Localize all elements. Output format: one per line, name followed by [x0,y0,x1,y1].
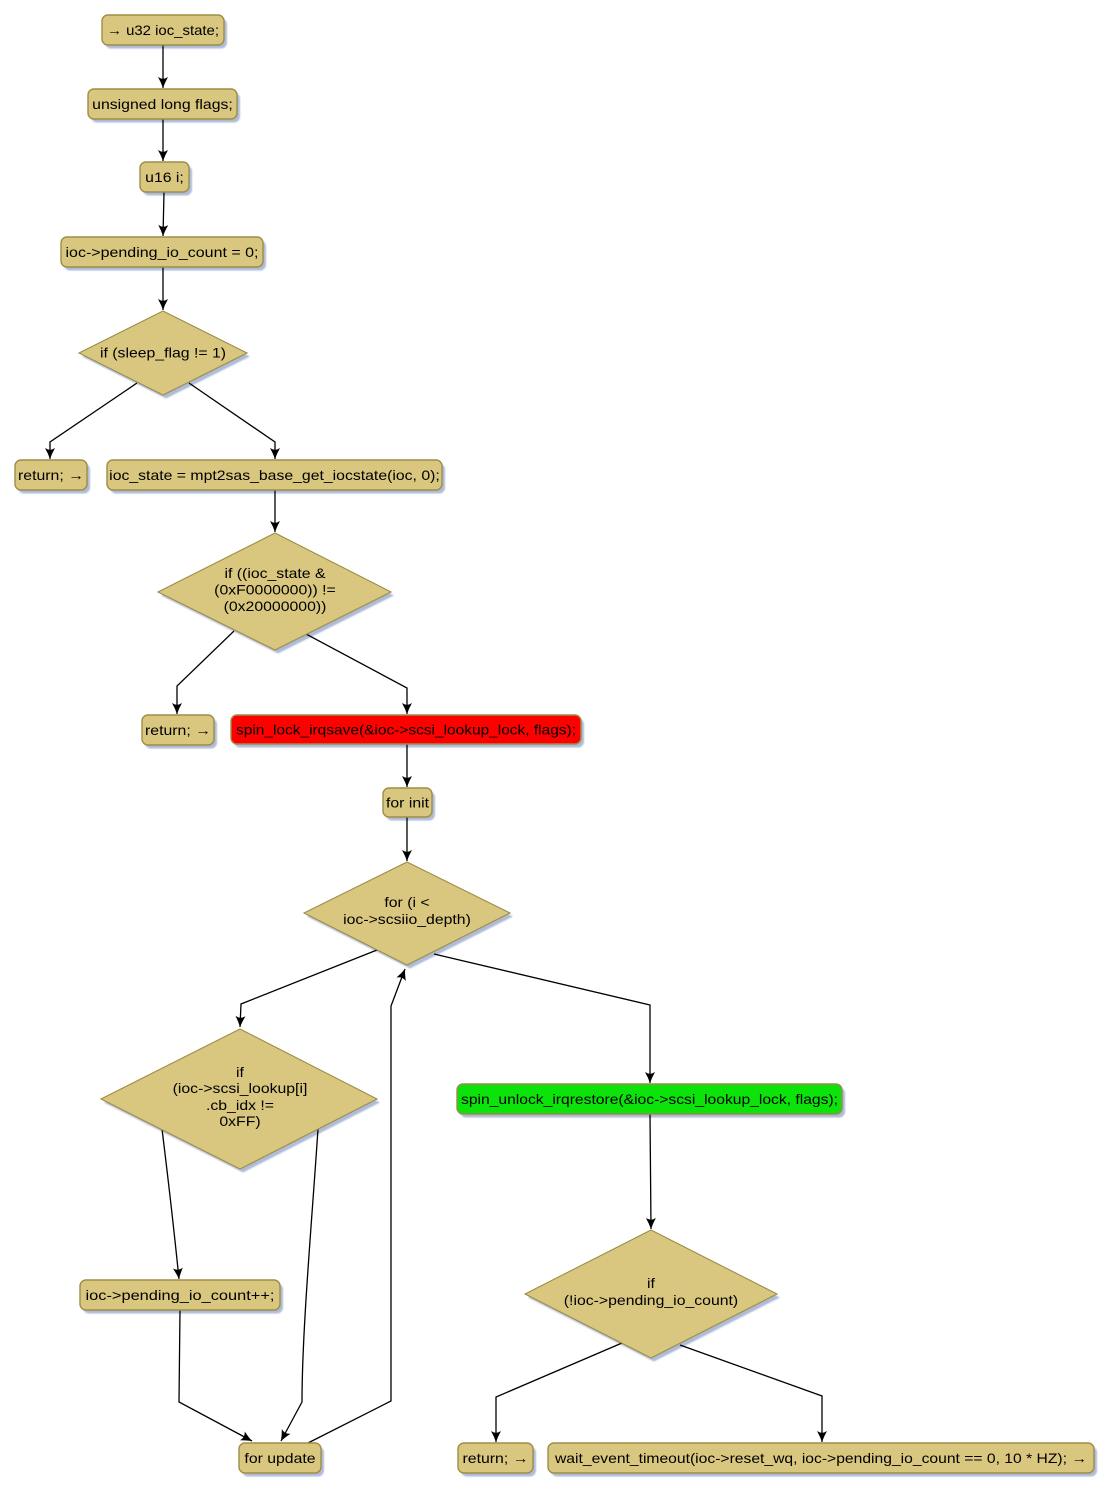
svg-text:(0x20000000)): (0x20000000)) [224,598,327,614]
svg-text:0xFF): 0xFF) [219,1113,260,1129]
svg-text:for init: for init [386,795,429,811]
svg-text:ioc->pending_io_count = 0;: ioc->pending_io_count = 0; [66,244,259,260]
svg-text:(ioc->scsi_lookup[i]: (ioc->scsi_lookup[i] [173,1080,308,1096]
svg-text:ioc_state = mpt2sas_base_get_i: ioc_state = mpt2sas_base_get_iocstate(io… [109,467,440,483]
svg-text:if: if [647,1275,655,1291]
svg-text:unsigned long flags;: unsigned long flags; [92,96,233,112]
svg-text:return; →: return; → [18,467,84,483]
svg-text:if: if [236,1064,244,1080]
svg-text:if ((ioc_state &: if ((ioc_state & [225,565,327,581]
svg-text:u16 i;: u16 i; [145,169,184,185]
svg-text:→ u32 ioc_state;: → u32 ioc_state; [107,22,219,38]
svg-text:return; →: return; → [145,722,211,738]
svg-text:for update: for update [244,1450,315,1466]
svg-text:ioc->pending_io_count++;: ioc->pending_io_count++; [86,1287,275,1303]
svg-text:return; →: return; → [463,1450,529,1466]
svg-text:(!ioc->pending_io_count): (!ioc->pending_io_count) [564,1292,738,1308]
svg-text:wait_event_timeout(ioc->reset_: wait_event_timeout(ioc->reset_wq, ioc->p… [554,1450,1087,1466]
svg-text:ioc->scsiio_depth): ioc->scsiio_depth) [343,911,471,927]
svg-text:for (i <: for (i < [384,894,429,910]
svg-text:.cb_idx !=: .cb_idx != [206,1097,274,1113]
svg-text:spin_unlock_irqrestore(&ioc->s: spin_unlock_irqrestore(&ioc->scsi_lookup… [461,1091,838,1107]
svg-text:if (sleep_flag != 1): if (sleep_flag != 1) [100,345,226,361]
svg-text:spin_lock_irqsave(&ioc->scsi_l: spin_lock_irqsave(&ioc->scsi_lookup_lock… [236,722,576,738]
svg-text:(0xF0000000)) !=: (0xF0000000)) != [214,582,336,598]
